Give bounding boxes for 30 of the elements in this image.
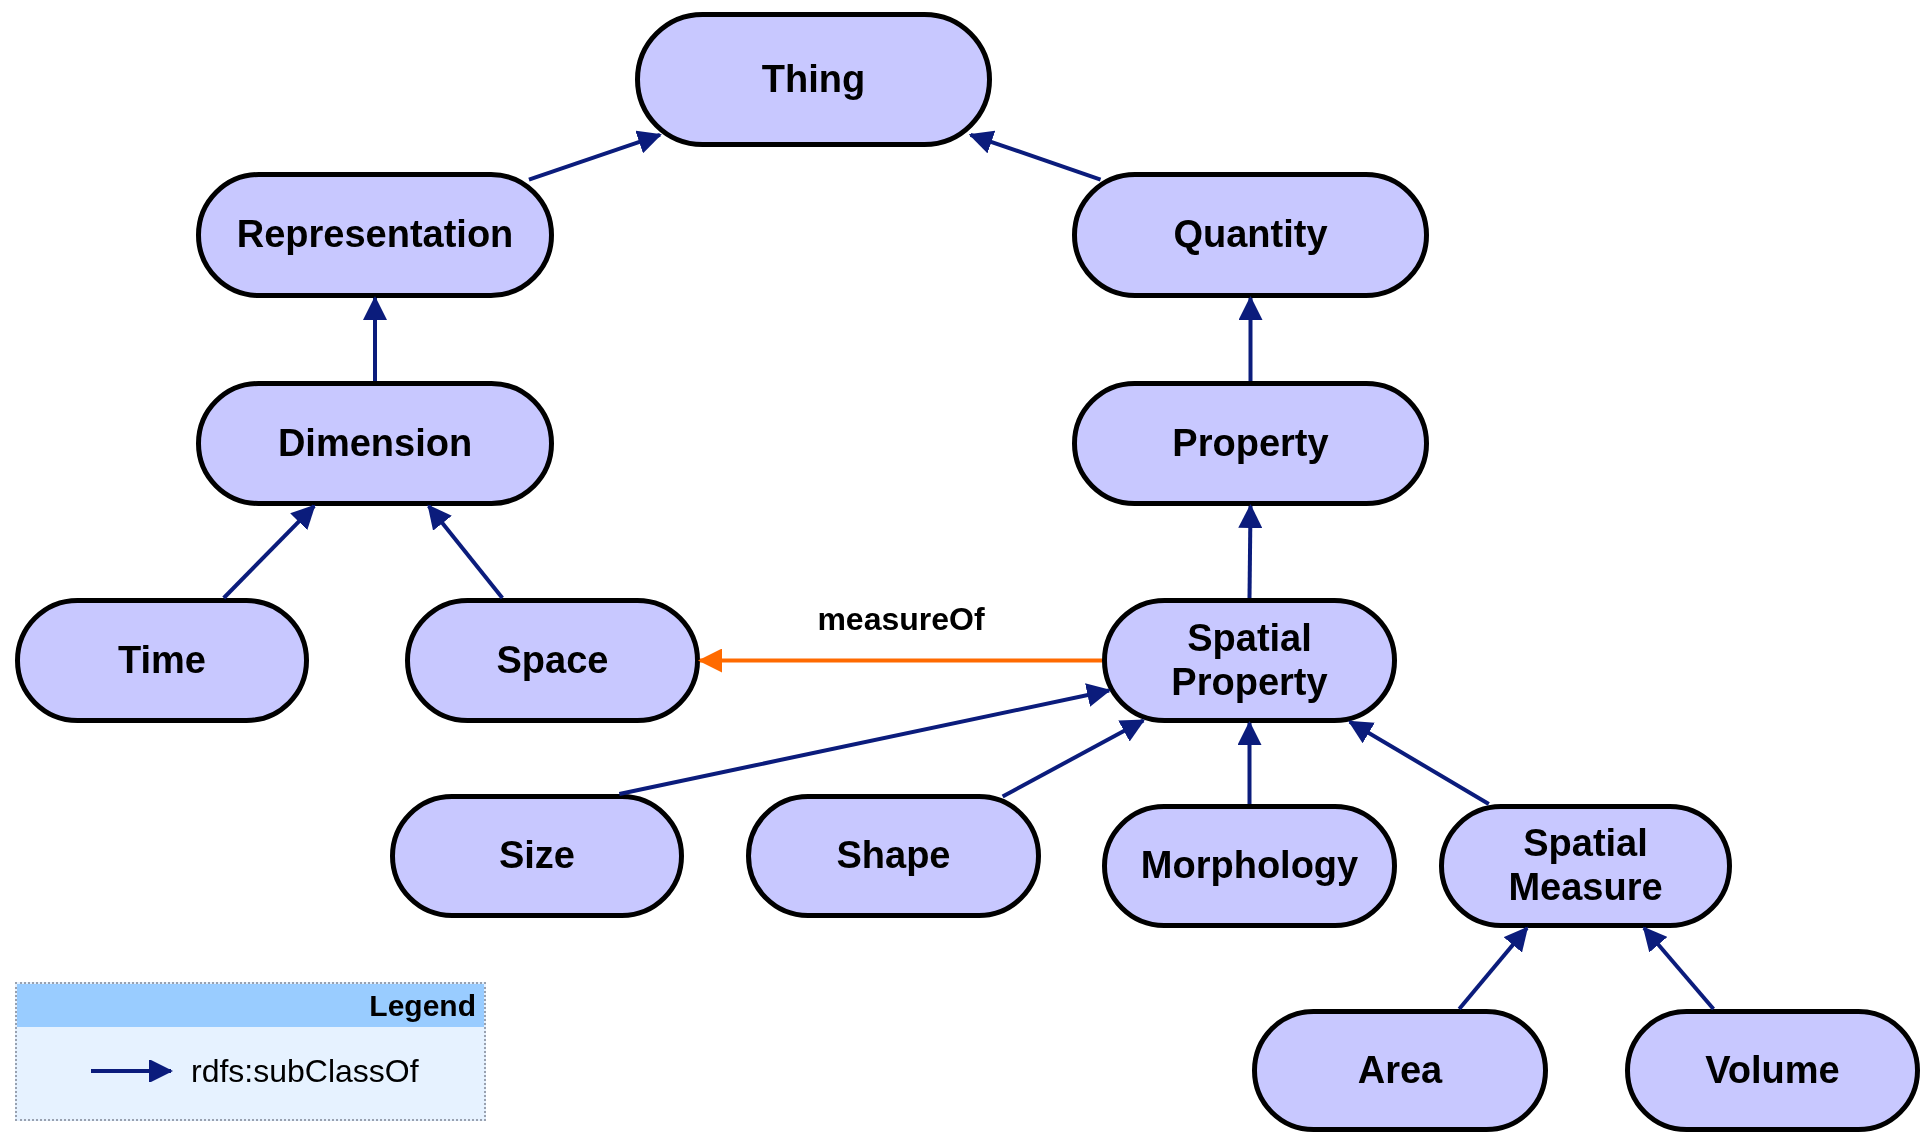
class-node: Time bbox=[15, 598, 309, 723]
class-node: Area bbox=[1252, 1009, 1548, 1132]
arrow bbox=[1238, 504, 1263, 599]
arrow bbox=[363, 296, 387, 381]
arrow bbox=[968, 130, 1102, 182]
arrow bbox=[698, 648, 1102, 673]
arrow bbox=[1001, 718, 1146, 799]
class-node: Volume bbox=[1625, 1009, 1920, 1132]
legend-title: Legend bbox=[369, 988, 476, 1024]
class-node: Spatial Measure bbox=[1439, 804, 1732, 928]
class-node: Quantity bbox=[1072, 172, 1429, 298]
arrow bbox=[1238, 296, 1263, 381]
legend-text: rdfs:subClassOf bbox=[191, 1052, 419, 1091]
class-node: Space bbox=[405, 598, 700, 723]
arrow bbox=[222, 504, 316, 600]
arrow bbox=[618, 683, 1112, 796]
class-node: Representation bbox=[196, 172, 554, 298]
arrow bbox=[1642, 926, 1715, 1011]
class-node: Property bbox=[1072, 381, 1429, 506]
arrow bbox=[1237, 721, 1262, 804]
class-node: Thing bbox=[635, 12, 992, 147]
arrow bbox=[528, 130, 662, 182]
arrow bbox=[1348, 720, 1490, 806]
class-node: Size bbox=[390, 794, 684, 918]
arrow bbox=[427, 504, 504, 600]
class-node: Spatial Property bbox=[1102, 598, 1397, 723]
arrow bbox=[1457, 926, 1529, 1011]
class-node: Morphology bbox=[1102, 804, 1397, 928]
class-node: Shape bbox=[746, 794, 1041, 918]
class-node: Dimension bbox=[196, 381, 554, 506]
